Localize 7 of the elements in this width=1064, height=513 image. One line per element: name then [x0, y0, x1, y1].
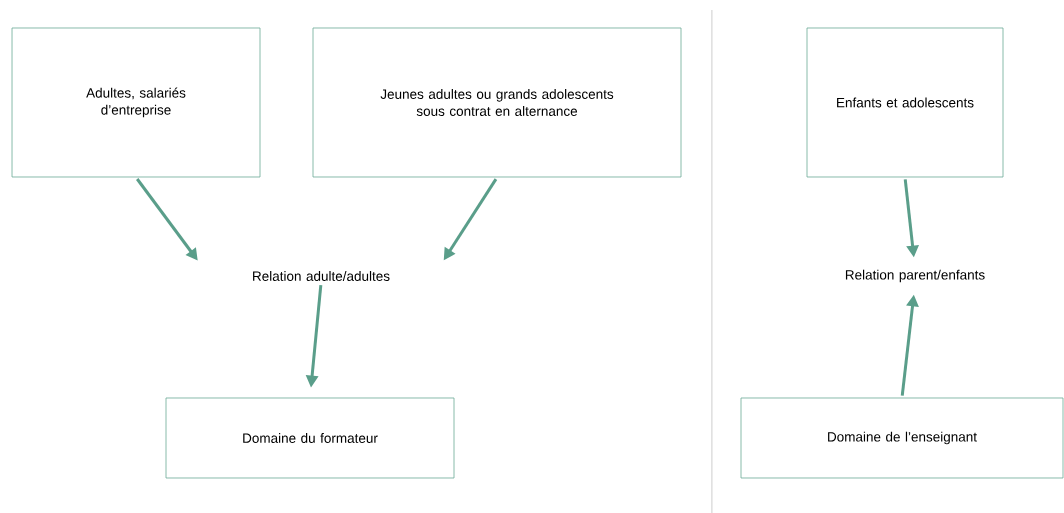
- text-label: Relation adulte/adultes: [253, 271, 390, 281]
- text-box: Domaine de l’enseignant: [740, 397, 1064, 479]
- text-box: Adultes, salariés d’entreprise: [11, 27, 261, 178]
- text-label: Relation parent/enfants: [845, 269, 985, 283]
- text-box: Jeunes adultes ou grands adolescents sous contrat en alternance: [312, 27, 682, 178]
- text-box: Enfants et adolescents: [806, 27, 1004, 178]
- text-box: Domaine du formateur: [165, 397, 455, 479]
